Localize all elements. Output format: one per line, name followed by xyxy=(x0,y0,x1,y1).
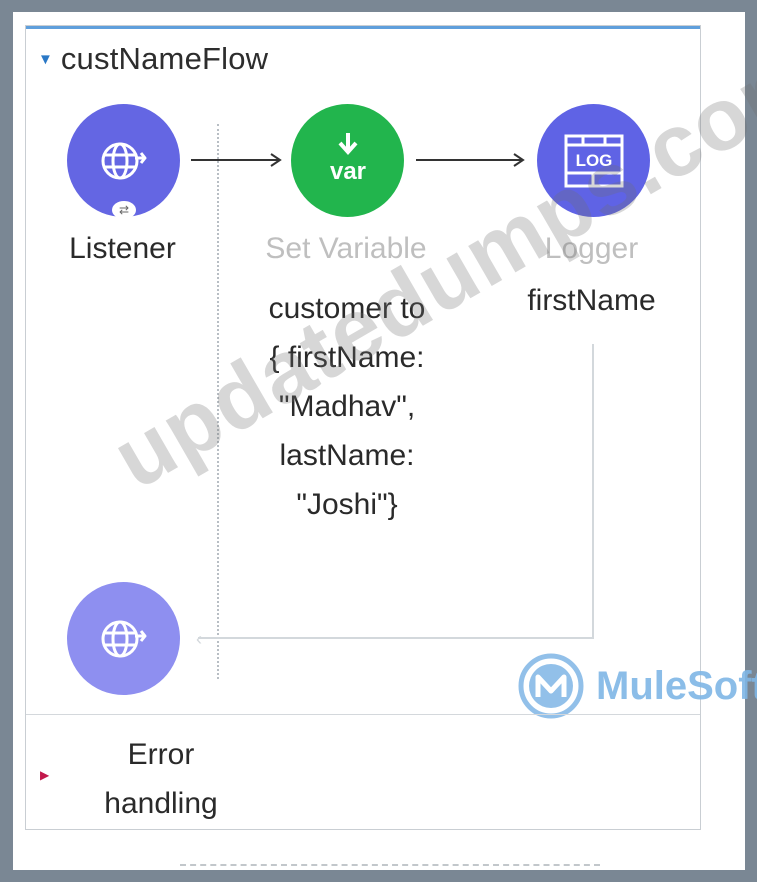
selection-bar xyxy=(26,26,700,29)
listener-response-component[interactable] xyxy=(67,582,180,695)
log-icon: LOG xyxy=(564,134,623,187)
flow-canvas: ▼ custNameFlow ⇄ Listener var Set Variab… xyxy=(25,23,757,830)
set-variable-component[interactable]: var xyxy=(291,104,404,217)
description-line: "Madhav", xyxy=(278,390,416,423)
listener-label: Listener xyxy=(69,232,176,265)
description-line: { firstName: xyxy=(269,341,425,374)
log-icon-text: LOG xyxy=(575,151,612,170)
set-variable-label: Set Variable xyxy=(265,232,427,265)
error-handling-section[interactable]: Error handling xyxy=(81,730,241,828)
response-arrow-icon: ‹ xyxy=(196,629,202,649)
logger-description: firstName xyxy=(527,284,656,317)
description-line: "Joshi"} xyxy=(296,488,398,521)
logger-label: Logger xyxy=(544,232,639,265)
error-handling-label: handling xyxy=(104,787,218,820)
set-variable-description: customer to { firstName: "Madhav", lastN… xyxy=(241,284,453,529)
arrow-connector xyxy=(416,153,525,167)
var-icon-text: var xyxy=(329,158,365,185)
expand-triangle-icon[interactable]: ▶ xyxy=(40,768,50,782)
description-line: lastName: xyxy=(279,439,415,472)
var-icon: var xyxy=(329,132,366,185)
flow-name: custNameFlow xyxy=(60,41,269,76)
section-divider xyxy=(26,714,700,715)
source-divider xyxy=(217,124,219,679)
globe-icon xyxy=(101,142,146,179)
globe-icon xyxy=(101,620,146,657)
logger-component[interactable]: LOG xyxy=(537,104,650,217)
response-path xyxy=(198,344,594,639)
mulesoft-m-icon xyxy=(518,653,584,719)
description-line: customer to xyxy=(268,292,426,325)
flow-header[interactable]: ▼ custNameFlow xyxy=(38,39,268,79)
collapse-triangle-icon[interactable]: ▼ xyxy=(38,50,53,68)
bottom-edge xyxy=(180,864,600,866)
listener-component[interactable] xyxy=(67,104,180,217)
arrow-connector xyxy=(191,153,282,167)
error-handling-label: Error xyxy=(127,738,195,771)
exchange-icon: ⇄ xyxy=(112,201,136,219)
